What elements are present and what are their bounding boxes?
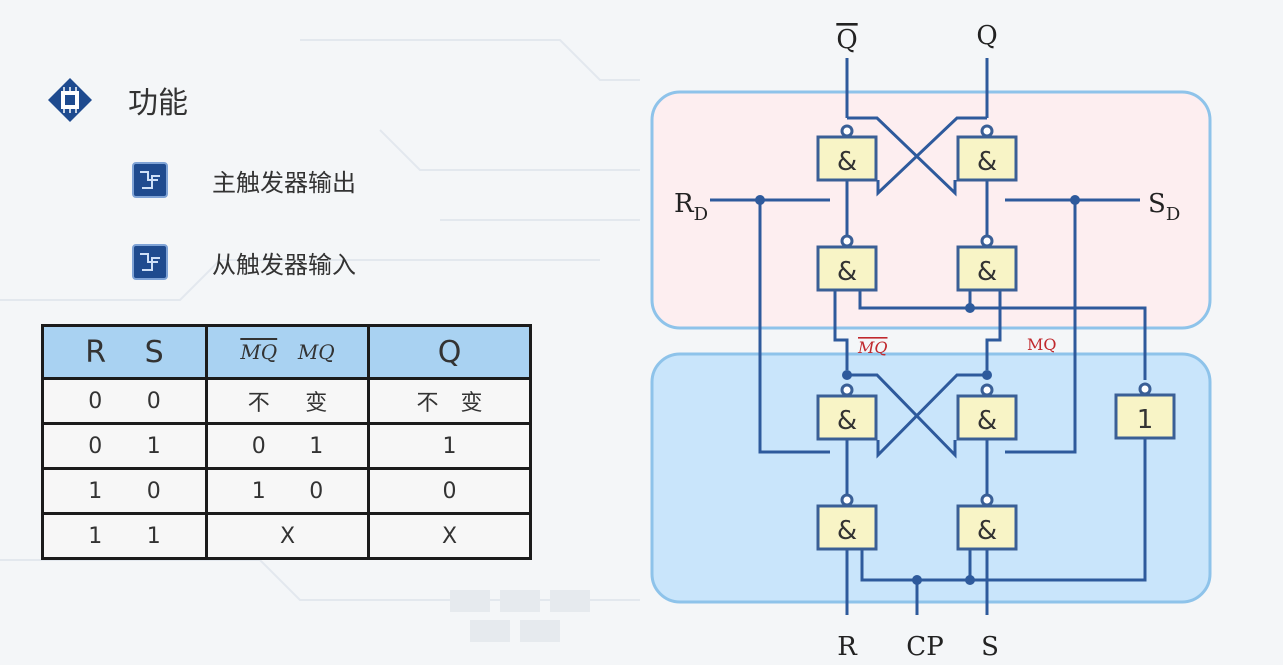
label-s-input: S [981, 632, 999, 662]
svg-text:&: & [837, 147, 857, 177]
circuit-chip-icon [132, 162, 168, 198]
header-mq: MQ MQ [205, 324, 370, 380]
master-slave-flipflop-diagram: & & & & & & & & 1 Q Q RD [650, 21, 1212, 662]
label-mq-bar: MQ [857, 338, 888, 357]
gate-and-slave-4: & [956, 493, 1018, 551]
master-box [650, 90, 1212, 330]
svg-text:&: & [977, 147, 997, 177]
svg-text:&: & [837, 516, 857, 546]
gate-and-master-2: & [956, 124, 1018, 182]
circuit-chip-icon [132, 244, 168, 280]
gate-and-slave-1: & [816, 383, 878, 441]
section-title: 功能 [128, 86, 188, 121]
bullet-text: 主触发器输出 [212, 168, 356, 197]
header-mq-bar: MQ [240, 340, 278, 364]
label-sd: SD [1148, 189, 1180, 225]
svg-text:&: & [977, 257, 997, 287]
svg-text:&: & [837, 406, 857, 436]
label-q: Q [976, 21, 997, 51]
label-r-input: R [837, 632, 858, 662]
junctions [755, 195, 1080, 585]
label-mq: MQ [1027, 335, 1057, 354]
chip-icon [48, 78, 92, 122]
label-q-bar: Q [836, 25, 857, 55]
svg-text:&: & [977, 406, 997, 436]
svg-text:&: & [977, 516, 997, 546]
header-q: Q [367, 324, 532, 380]
gate-and-master-1: & [816, 124, 878, 182]
wires [710, 58, 1147, 615]
section-header: 功能 [46, 76, 188, 124]
bullet-master-output: 主触发器输出 [132, 162, 356, 198]
gate-not: 1 [1114, 382, 1176, 440]
gate-and-slave-3: & [816, 493, 878, 551]
svg-text:&: & [837, 257, 857, 287]
label-rd: RD [674, 189, 708, 225]
gate-and-master-3: & [816, 234, 878, 292]
label-cp-input: CP [906, 632, 943, 662]
slave-box [650, 352, 1212, 604]
svg-text:1: 1 [1137, 405, 1154, 435]
bullet-slave-input: 从触发器输入 [132, 244, 356, 280]
bullet-text: 从触发器输入 [212, 250, 356, 279]
gate-and-master-4: & [956, 234, 1018, 292]
gate-and-slave-2: & [956, 383, 1018, 441]
header-mq-value: MQ [297, 340, 335, 364]
